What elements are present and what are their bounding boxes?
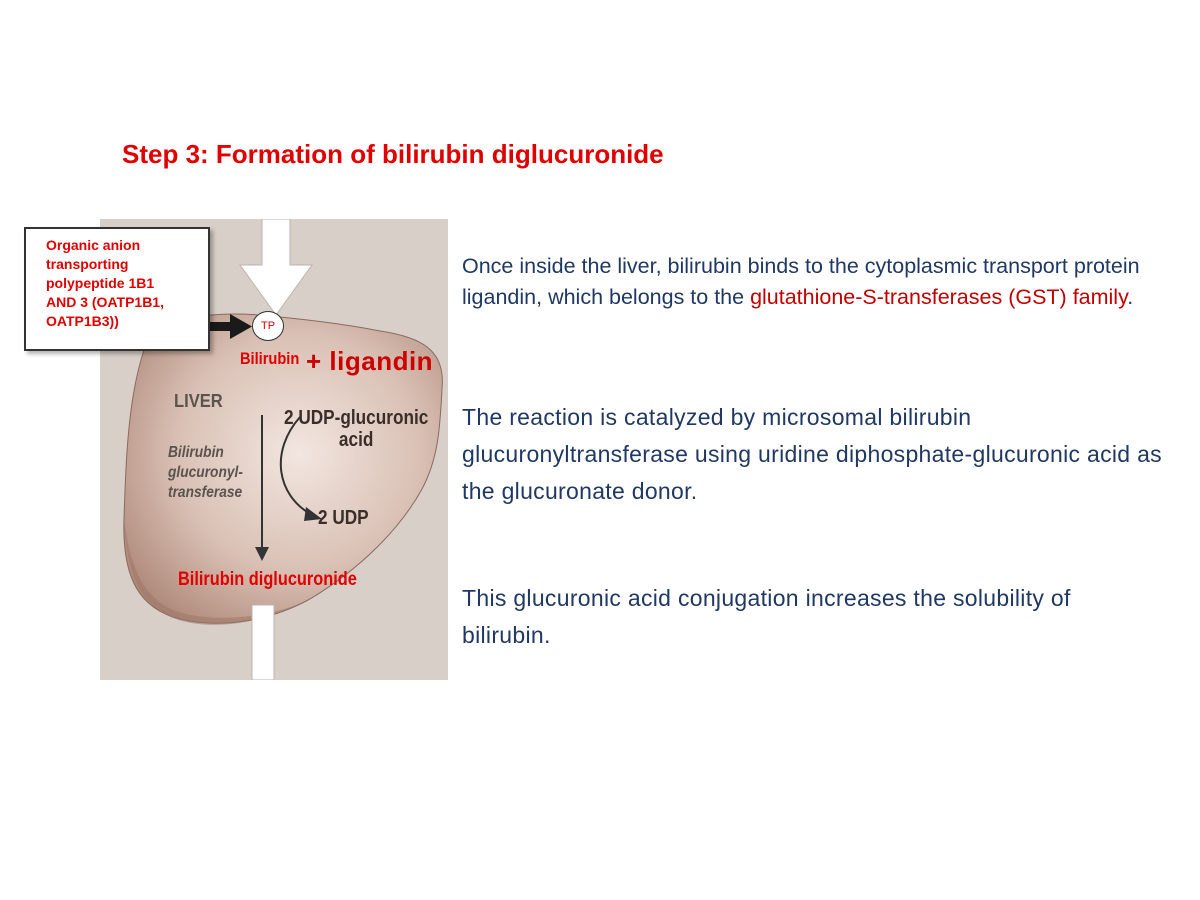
- paragraph-ligandin: Once inside the liver, bilirubin binds t…: [462, 251, 1172, 313]
- reaction-arrow-head: [255, 547, 269, 561]
- callout-line: AND 3 (OATP1B1,: [46, 294, 164, 310]
- callout-line: transporting: [46, 256, 129, 272]
- paragraph-reaction: The reaction is catalyzed by microsomal …: [462, 404, 1162, 504]
- slide-title: Step 3: Formation of bilirubin diglucuro…: [122, 139, 664, 169]
- callout-line: Organic anion: [46, 237, 141, 253]
- callout-line: polypeptide 1B1: [46, 275, 155, 291]
- udp-glucuronic-line: acid: [338, 429, 374, 451]
- transporter-callout: Organic anion transporting polypeptide 1…: [24, 227, 210, 351]
- udp-glucuronic-line: 2 UDP-glucuronic: [284, 407, 429, 429]
- udp-curve-arrow: [279, 416, 313, 516]
- enzyme-line: glucuronyl-: [168, 464, 243, 481]
- tp-label: TP: [260, 320, 276, 332]
- liver-diagram: Bilirubin LIVER Bilirubin glucuronyl- tr…: [100, 219, 452, 680]
- udp-glucuronic-label: 2 UDP-glucuronic acid: [284, 407, 428, 451]
- liver-shape: [123, 313, 443, 624]
- liver-illustration: [100, 219, 452, 680]
- inflow-arrow: [239, 219, 313, 316]
- diagram-right-border: [448, 219, 452, 680]
- bilirubin-label: Bilirubin: [240, 349, 300, 368]
- enzyme-line: transferase: [168, 484, 243, 501]
- ligandin-label: + ligandin: [306, 346, 434, 376]
- product-label: Bilirubin diglucuronide: [178, 569, 357, 590]
- udp-curve-arrow-head: [304, 507, 322, 521]
- liver-label: LIVER: [174, 391, 223, 411]
- callout-line: OATP1B3)): [46, 313, 119, 329]
- paragraph-ligandin-text: Once inside the liver, bilirubin binds t…: [462, 254, 1140, 309]
- paragraph-period: .: [1127, 285, 1134, 309]
- outflow-channel: [251, 604, 275, 680]
- paragraph-solubility: This glucuronic acid conjugation increas…: [462, 585, 1071, 648]
- tp-transporter: TP: [252, 311, 284, 341]
- udp-label: 2 UDP: [318, 507, 369, 529]
- enzyme-line: Bilirubin: [168, 444, 224, 461]
- enzyme-label: Bilirubin glucuronyl- transferase: [168, 443, 243, 503]
- gst-family-highlight: glutathione-S-transferases (GST) family: [750, 285, 1128, 309]
